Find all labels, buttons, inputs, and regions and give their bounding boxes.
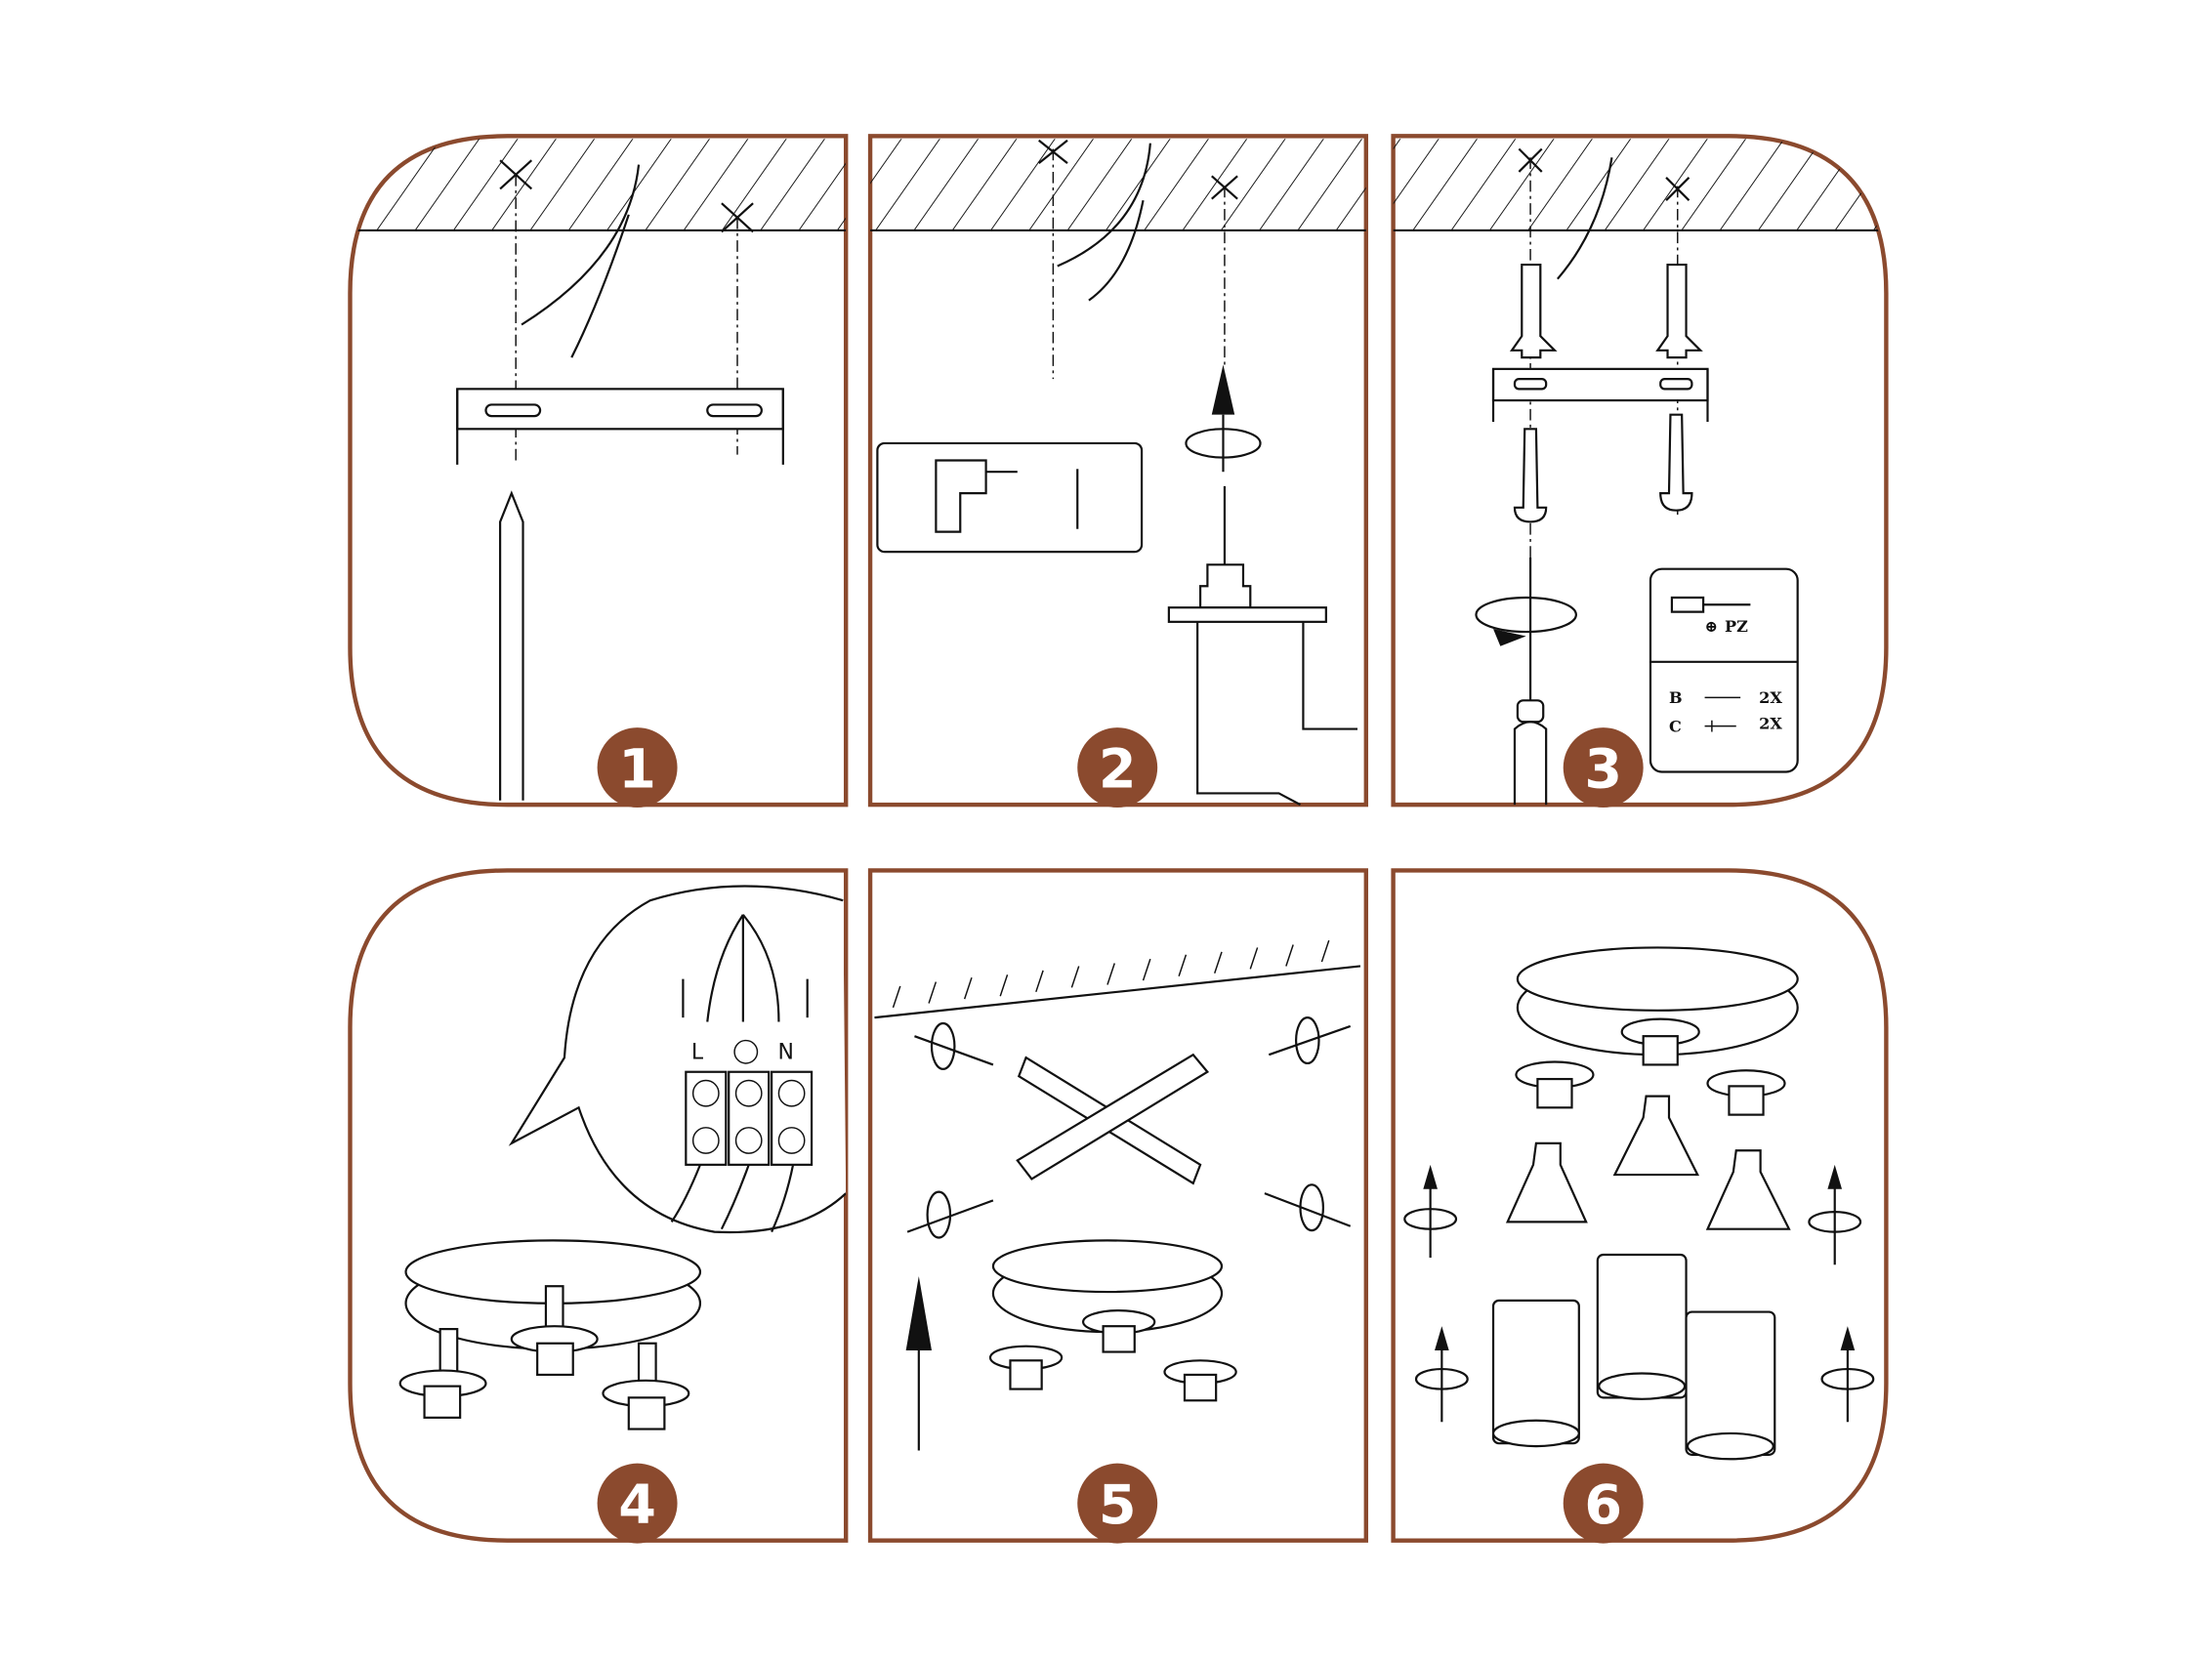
mounting-bracket-icon <box>456 388 784 465</box>
tools-hint-box <box>876 441 1144 554</box>
step-badge <box>1077 1463 1158 1544</box>
gu10-bulb-icon <box>1505 1095 1791 1230</box>
step-number: 2 <box>1099 738 1137 802</box>
screwdriver-icon <box>1475 557 1577 806</box>
part-code: B <box>1669 688 1683 707</box>
neutral-label: N <box>778 1041 794 1065</box>
step-badge <box>1563 727 1644 808</box>
tools-parts-box: ⊕ PZ B 2X C 2X <box>1649 567 1799 773</box>
cable-icon <box>521 164 641 358</box>
ceiling-hatch <box>870 139 1366 230</box>
part-qty: 2X <box>1759 688 1782 707</box>
svg-text:⊕: ⊕ <box>1705 617 1718 636</box>
step-3-panel: ⊕ PZ B 2X C 2X 3 <box>1391 134 1889 808</box>
rotate-arrow-icon <box>906 1016 1352 1239</box>
ceiling-hatch <box>1393 139 1887 230</box>
step-badge <box>597 1463 678 1544</box>
part-code: C <box>1669 718 1682 736</box>
mounting-bracket-icon <box>1491 367 1709 422</box>
step-6-panel: 6 <box>1391 868 1889 1544</box>
step-1-panel: 1 <box>348 134 849 808</box>
pencil-icon <box>499 490 524 801</box>
ceiling-plate-icon <box>398 1239 702 1430</box>
ceiling-plate-icon <box>1515 946 1799 1116</box>
step-5-panel: 5 <box>867 868 1368 1544</box>
step-number: 6 <box>1584 1473 1622 1537</box>
rotate-arrow-icon <box>1403 1164 1875 1423</box>
step-number: 4 <box>618 1473 656 1537</box>
step-number: 3 <box>1584 738 1622 802</box>
step-badge <box>1563 1463 1644 1544</box>
ceiling-hatch <box>350 139 847 230</box>
screw-icon <box>1513 413 1693 523</box>
step-number: 5 <box>1099 1473 1137 1537</box>
bit-type-label: PZ <box>1725 617 1748 636</box>
step-badge <box>1077 727 1158 808</box>
power-drill-icon <box>1167 485 1358 807</box>
wall-plug-icon <box>1509 263 1703 359</box>
cross-bracket-icon <box>1016 1053 1210 1185</box>
wiring-callout: L N <box>508 885 847 1234</box>
rotate-arrow-icon <box>1185 364 1262 473</box>
step-number: 1 <box>618 738 656 802</box>
terminal-block-icon <box>685 1070 814 1166</box>
wall-plug-icon <box>1704 720 1736 732</box>
live-label: L <box>691 1041 704 1065</box>
ceiling-plate-icon <box>988 1239 1237 1402</box>
part-qty: 2X <box>1759 715 1782 733</box>
step-4-panel: L N 4 <box>348 868 849 1544</box>
up-arrow-icon <box>905 1275 932 1451</box>
earth-icon <box>733 1039 759 1064</box>
step-badge <box>597 727 678 808</box>
lamp-shade-icon <box>1491 1253 1776 1461</box>
step-2-panel: 2 <box>867 134 1368 808</box>
